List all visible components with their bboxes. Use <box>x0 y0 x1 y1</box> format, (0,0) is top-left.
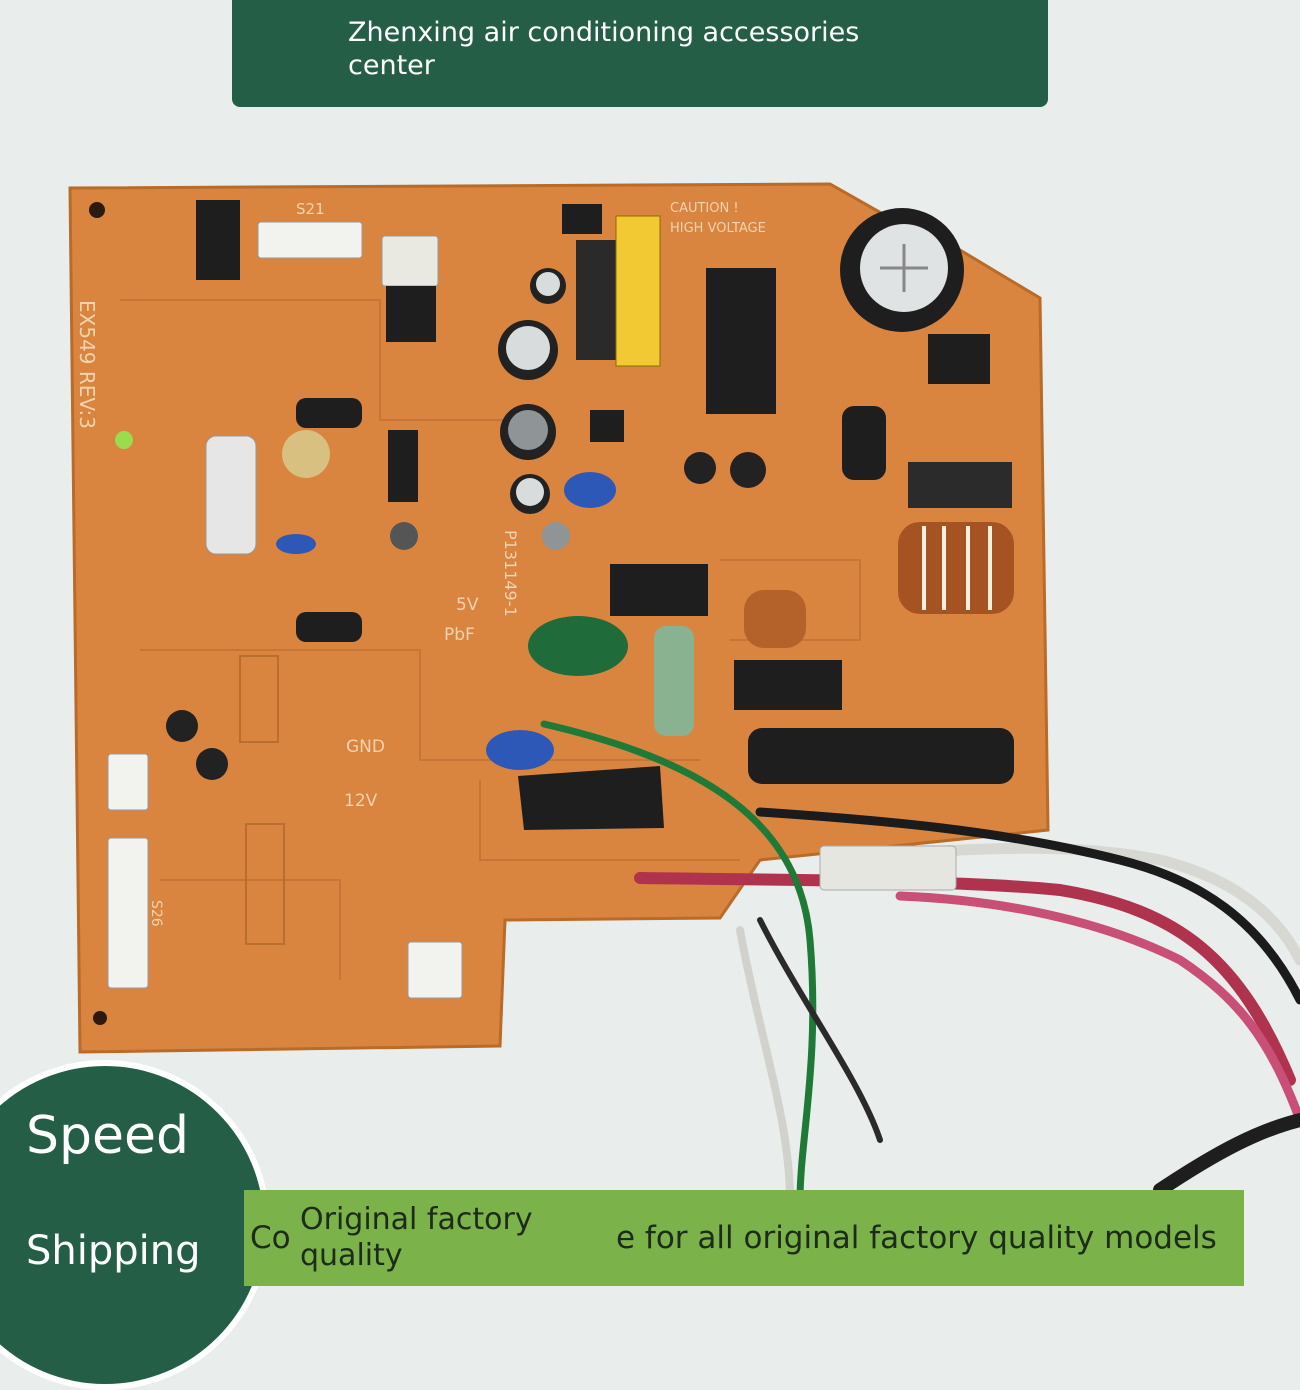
label-s26: S26 <box>148 900 164 927</box>
wire-connector <box>819 845 957 891</box>
ic-chip <box>562 204 602 234</box>
cable-clamp <box>518 766 664 830</box>
common-mode-choke <box>898 522 1014 614</box>
header-pads <box>245 823 285 945</box>
v12-label: 12V <box>344 791 378 811</box>
strip-prefix-text: Co <box>250 1220 291 1256</box>
strip-slogan-text: e for all original factory quality model… <box>616 1220 1217 1256</box>
choke-housing <box>908 462 1012 508</box>
caution-label: CAUTION ! <box>670 201 739 216</box>
ic-chip <box>388 430 418 502</box>
connector-s26 <box>107 837 149 989</box>
banner-title: Zhenxing air conditioning accessories ce… <box>348 17 860 81</box>
thermistor <box>842 406 886 480</box>
relay <box>734 660 842 710</box>
connector-bottom <box>407 941 463 999</box>
ceramic-capacitor-blue <box>276 534 316 554</box>
badge-text-shipping: Shipping <box>26 1228 201 1274</box>
ceramic-capacitor-blue <box>564 472 616 508</box>
transformer-core <box>576 240 622 360</box>
fuse <box>654 626 694 736</box>
brand-banner: Zhenxing air conditioning accessories ce… <box>232 0 1048 107</box>
high-voltage-label: HIGH VOLTAGE <box>670 221 766 236</box>
led <box>115 431 133 449</box>
badge-text-speed: Speed <box>26 1106 190 1166</box>
buzzer <box>282 430 330 478</box>
connector-s21 <box>257 221 363 259</box>
crystal-module <box>205 435 257 555</box>
gnd-label: GND <box>346 737 385 757</box>
pcb-traces <box>120 299 861 980</box>
capacitor-film <box>748 728 1014 784</box>
v5-label: 5V <box>456 595 479 615</box>
capacitor-axial <box>296 612 362 642</box>
transistor <box>590 410 624 442</box>
regulator <box>386 286 436 342</box>
board-model-label: EX549 REV:3 <box>75 300 99 429</box>
bridge-rectifier <box>928 334 990 384</box>
pbf-label: PbF <box>444 625 475 645</box>
varistor <box>528 616 628 676</box>
connector-relay <box>381 235 439 287</box>
capacitors-small <box>166 268 766 780</box>
header-pads <box>239 655 279 743</box>
relay <box>610 564 708 616</box>
connector-small <box>107 753 149 811</box>
label-s21: S21 <box>296 200 325 218</box>
choke-windings <box>922 526 992 610</box>
capacitor-axial <box>296 398 362 428</box>
heatsink <box>706 268 776 414</box>
mount-hole <box>89 202 105 218</box>
transformer <box>615 215 661 367</box>
capacitor-vent <box>880 244 928 292</box>
inductor-coil <box>744 590 806 648</box>
ic-chip <box>196 200 240 280</box>
original-factory-quality-text: Original factory quality <box>300 1202 533 1273</box>
product-photo: EX549 REV:3 S21 S26 CAUTION ! HIGH VOLTA… <box>68 182 1300 1204</box>
mount-hole <box>93 1011 107 1025</box>
ceramic-capacitor-blue <box>486 730 554 770</box>
part-number-label: P131149-1 <box>501 530 520 617</box>
quality-strip: Co Original factory quality e for all or… <box>244 1190 1244 1286</box>
